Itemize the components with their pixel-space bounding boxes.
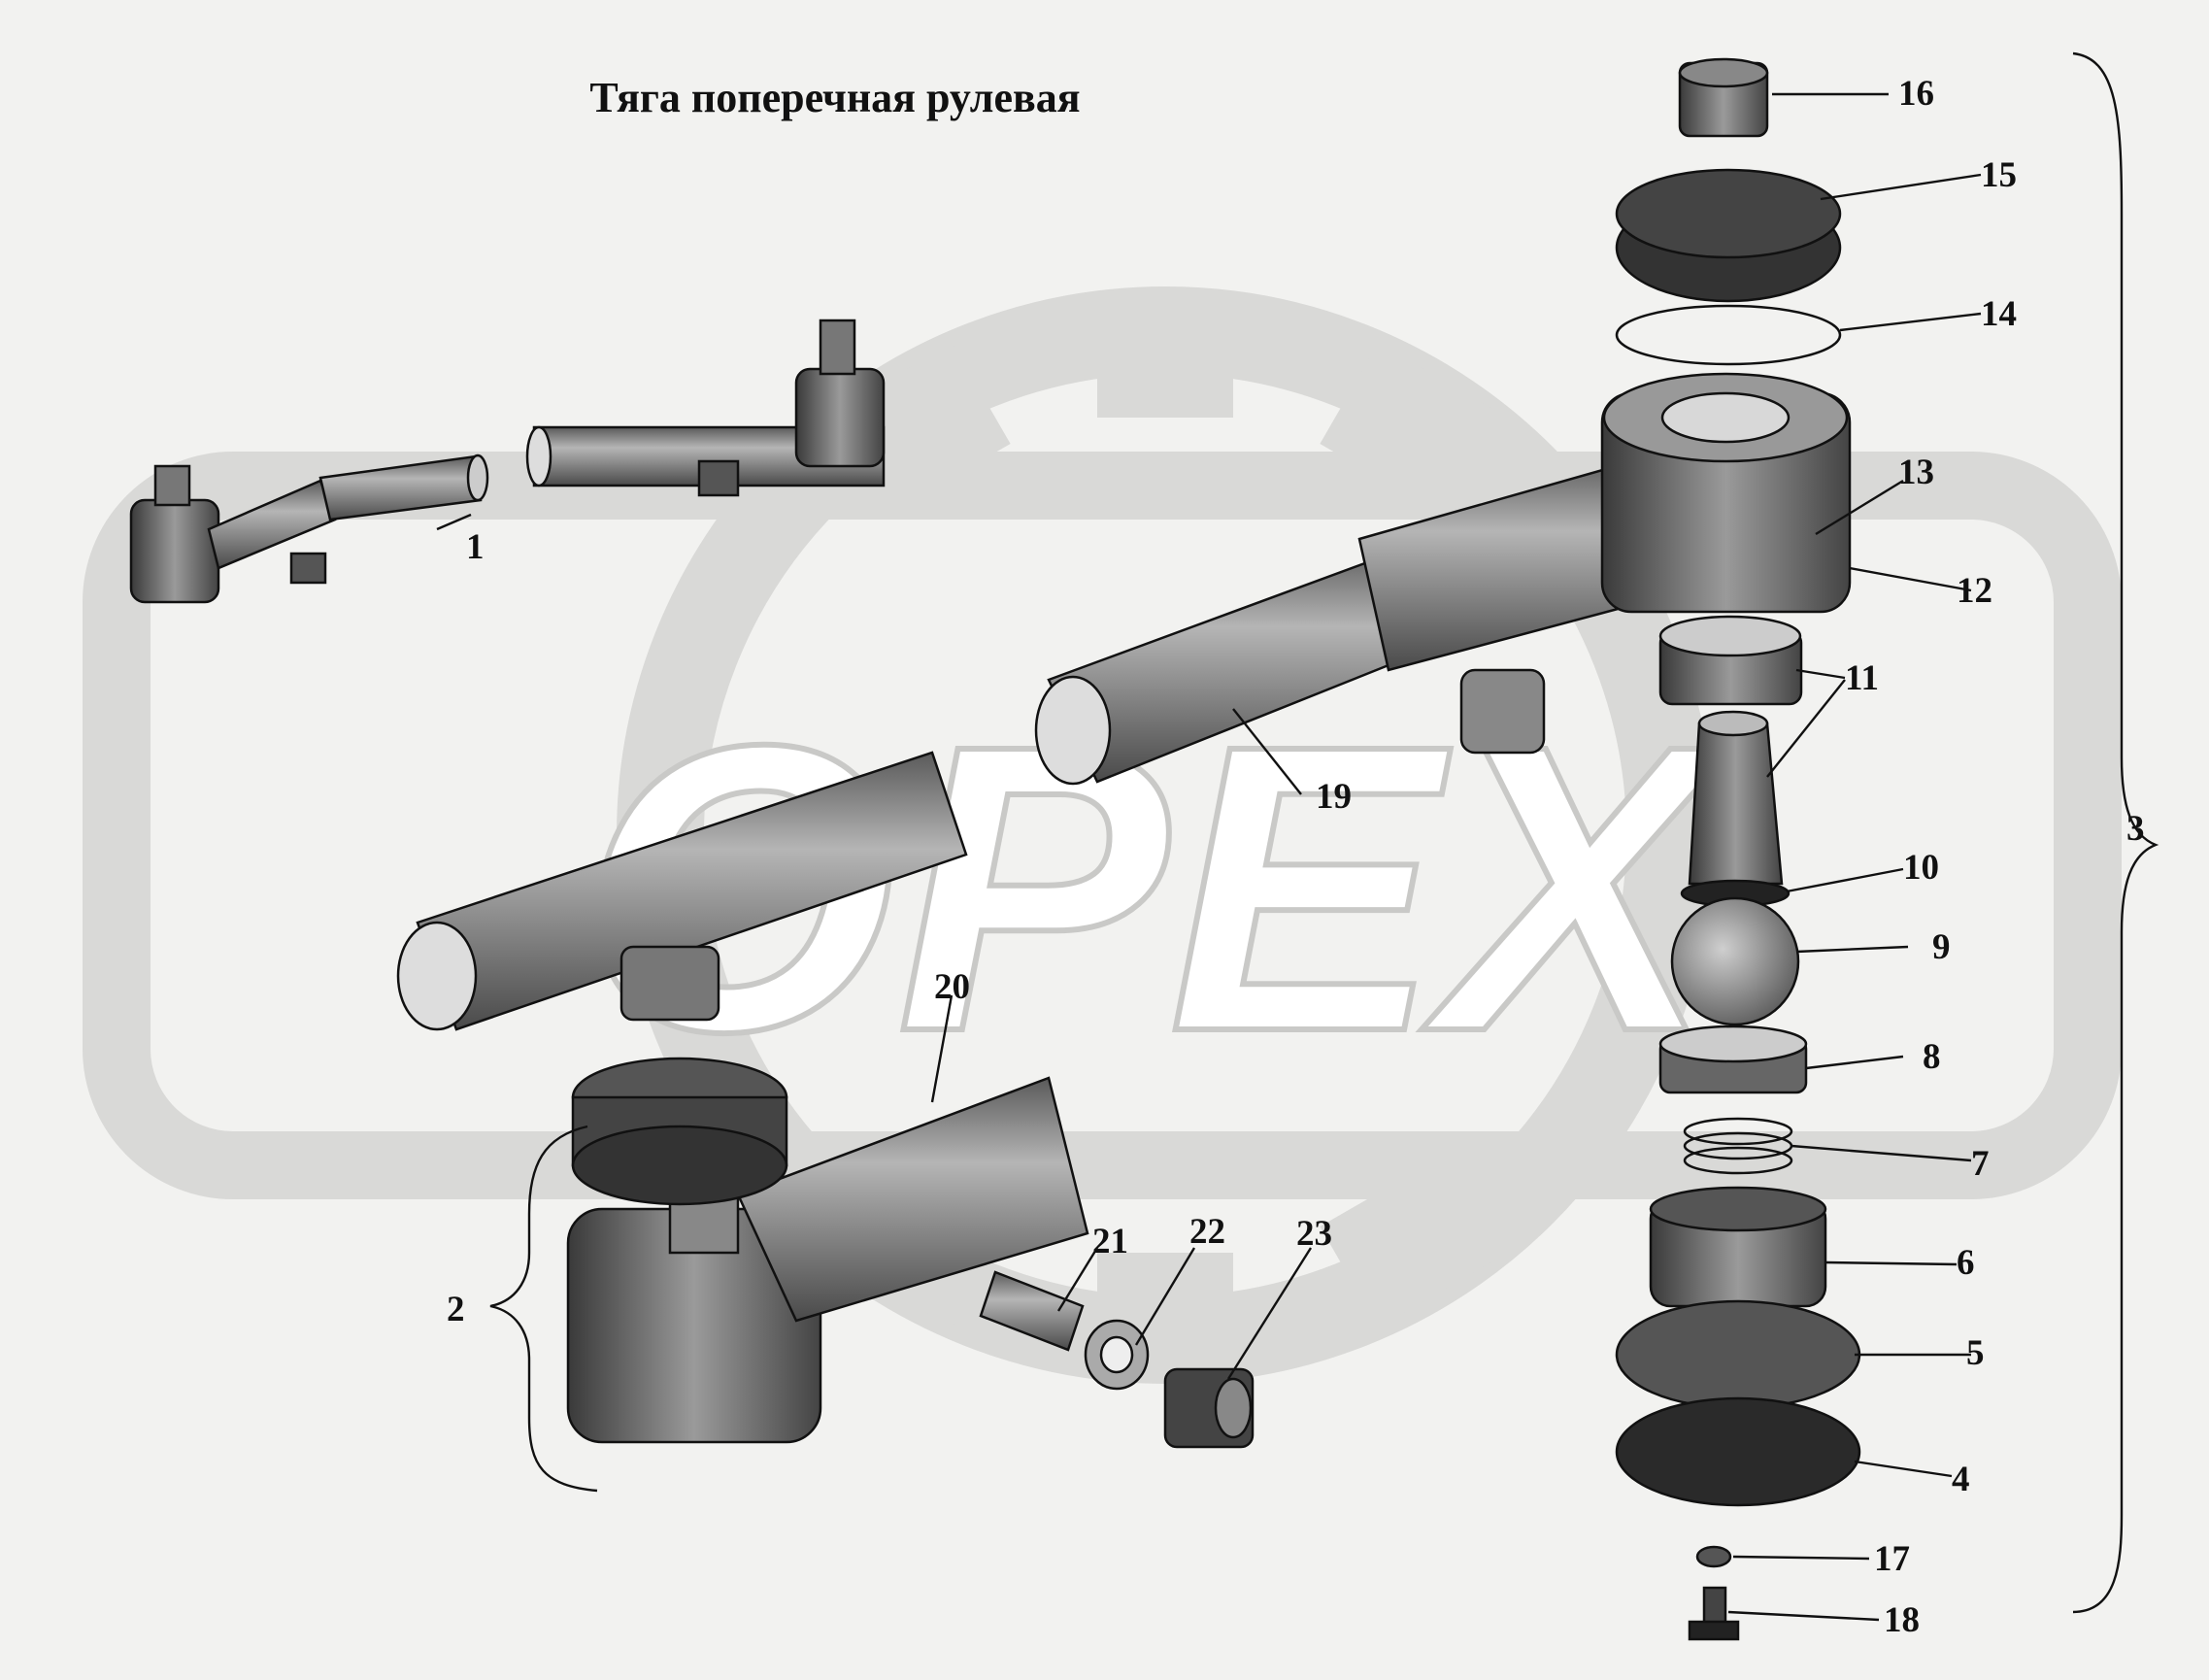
callout-9: 9 [1932,927,1951,967]
callout-1: 1 [466,527,485,567]
part-10-ball-pin [1680,710,1791,908]
diagram-title: Тяга поперечная рулевая [589,74,1080,121]
part-22-washer [1084,1319,1150,1391]
callout-14: 14 [1981,294,2017,334]
part-19-rod-tube [1034,454,1682,786]
callout-16: 16 [1898,74,1934,114]
callout-4: 4 [1952,1460,1970,1499]
part-14-ring [1615,304,1842,366]
part-11-insert [1658,615,1803,706]
callout-19: 19 [1316,777,1352,817]
part-5-cover-plate [1615,1299,1861,1410]
part-16-castle-nut [1678,57,1769,138]
brace-group-2 [489,1125,598,1493]
leader-lines [436,92,1982,1622]
part-9-ball [1670,896,1800,1026]
part-18-bolt [1688,1586,1740,1641]
part-23-nut [1163,1367,1255,1449]
callout-15: 15 [1981,155,2017,195]
callout-labels: 1 2 3 4 5 6 7 8 9 10 11 12 13 14 15 16 1… [447,74,2145,1640]
callout-20: 20 [934,967,970,1007]
callout-6: 6 [1957,1243,1975,1283]
callout-3: 3 [2126,809,2145,849]
callout-22: 22 [1189,1212,1225,1252]
callout-11: 11 [1845,658,1879,698]
callout-23: 23 [1296,1214,1332,1254]
part-1-tie-rod-assembly [129,319,886,604]
brace-group-3 [2072,51,2159,1614]
part-17-washer [1695,1545,1732,1568]
part-21-bolt [979,1270,1085,1352]
callout-12: 12 [1957,571,1992,611]
callout-2: 2 [447,1290,465,1329]
part-4-gasket [1615,1396,1861,1507]
part-7-spring [1683,1117,1793,1175]
callout-7: 7 [1971,1144,1990,1184]
callout-21: 21 [1092,1222,1128,1261]
part-6-cup [1649,1186,1827,1308]
part-12-joint-housing [1600,372,1852,614]
callout-18: 18 [1884,1600,1920,1640]
part-tube-loose [396,751,968,1031]
part-15-dust-cover [1615,168,1842,303]
callout-5: 5 [1966,1333,1985,1373]
callout-10: 10 [1903,848,1939,888]
part-8-liner [1658,1025,1808,1094]
callout-8: 8 [1923,1037,1941,1077]
callout-13: 13 [1898,453,1934,492]
callout-17: 17 [1874,1539,1910,1579]
part-20-tie-rod-end [566,1057,1089,1444]
